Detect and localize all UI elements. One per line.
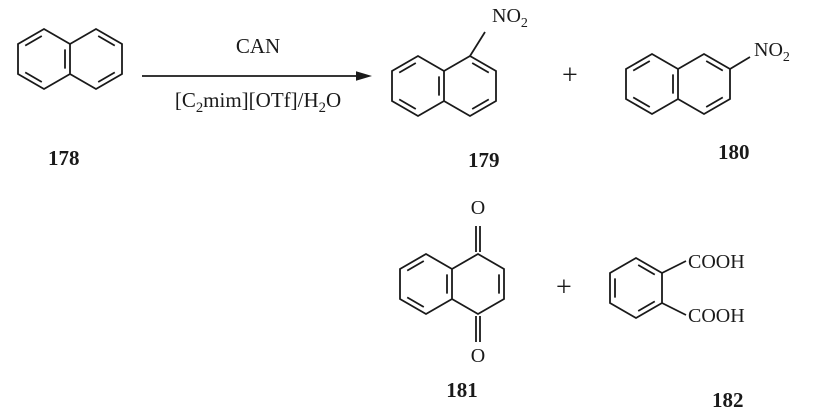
solvent-text-part: mim][OTf]/H <box>203 88 319 112</box>
no2-group-label: NO2 <box>754 38 790 67</box>
no2-group-label: NO2 <box>492 4 528 33</box>
cooh-group-label-top: COOH <box>688 251 745 273</box>
double-bond-lines <box>398 62 490 110</box>
solvent-subscript: 2 <box>318 100 326 117</box>
ring-bonds <box>625 52 731 116</box>
plus-sign-bottom: + <box>556 272 572 303</box>
no2-main-text: NO <box>754 39 783 61</box>
double-bond-lines <box>406 260 500 308</box>
product-1-nitronaphthalene: NO2 179 <box>388 4 558 176</box>
ring-bonds <box>399 252 505 316</box>
ring-bonds <box>17 27 123 91</box>
oxygen-label-top: O <box>470 197 486 219</box>
phthalic-acid-structure-drawing <box>609 256 687 320</box>
product-phthalic-acid: COOH COOH 182 <box>604 224 829 414</box>
cooh-group-label-bottom: COOH <box>688 305 745 327</box>
substituent-bond <box>661 260 687 316</box>
substituent-bond <box>729 56 751 70</box>
compound-number-182: 182 <box>712 388 744 412</box>
compound-number-180: 180 <box>718 140 750 164</box>
arrow-head <box>356 71 372 81</box>
double-bond-lines <box>614 264 656 312</box>
reaction-arrow <box>142 71 372 81</box>
no2-subscript: 2 <box>782 50 790 65</box>
no2-main-text: NO <box>492 5 521 27</box>
plus-sign-top: + <box>562 60 578 91</box>
product-2-nitronaphthalene: NO2 180 <box>622 24 827 166</box>
compound-number-181: 181 <box>446 378 478 402</box>
no2-subscript: 2 <box>520 16 528 31</box>
naphthalene-structure-drawing <box>17 27 123 91</box>
substituent-bond <box>469 31 486 57</box>
solvent-text-part: [C <box>174 88 196 112</box>
product-naphthoquinone: O O 181 <box>396 196 546 411</box>
condition-solvent: [C2mim][OTf]/H2O <box>142 88 374 117</box>
nitronaphthalene-structure-drawing <box>391 31 497 118</box>
reactant-naphthalene: 178 <box>10 24 140 174</box>
nitronaphthalene-structure-drawing <box>625 52 751 116</box>
compound-number-178: 178 <box>48 146 80 170</box>
ring-bonds <box>609 256 663 320</box>
ring-bonds <box>391 54 497 118</box>
reaction-conditions-group: CAN [C2mim][OTf]/H2O <box>142 34 374 116</box>
carbonyl-double-bonds <box>475 226 481 342</box>
solvent-text-part: O <box>326 88 342 112</box>
solvent-subscript: 2 <box>195 100 204 117</box>
double-bond-lines <box>632 60 724 108</box>
condition-reagent: CAN <box>235 34 281 58</box>
naphthoquinone-structure-drawing <box>399 226 505 342</box>
compound-number-179: 179 <box>468 148 500 172</box>
double-bond-lines <box>24 35 116 83</box>
oxygen-label-bottom: O <box>470 345 486 367</box>
